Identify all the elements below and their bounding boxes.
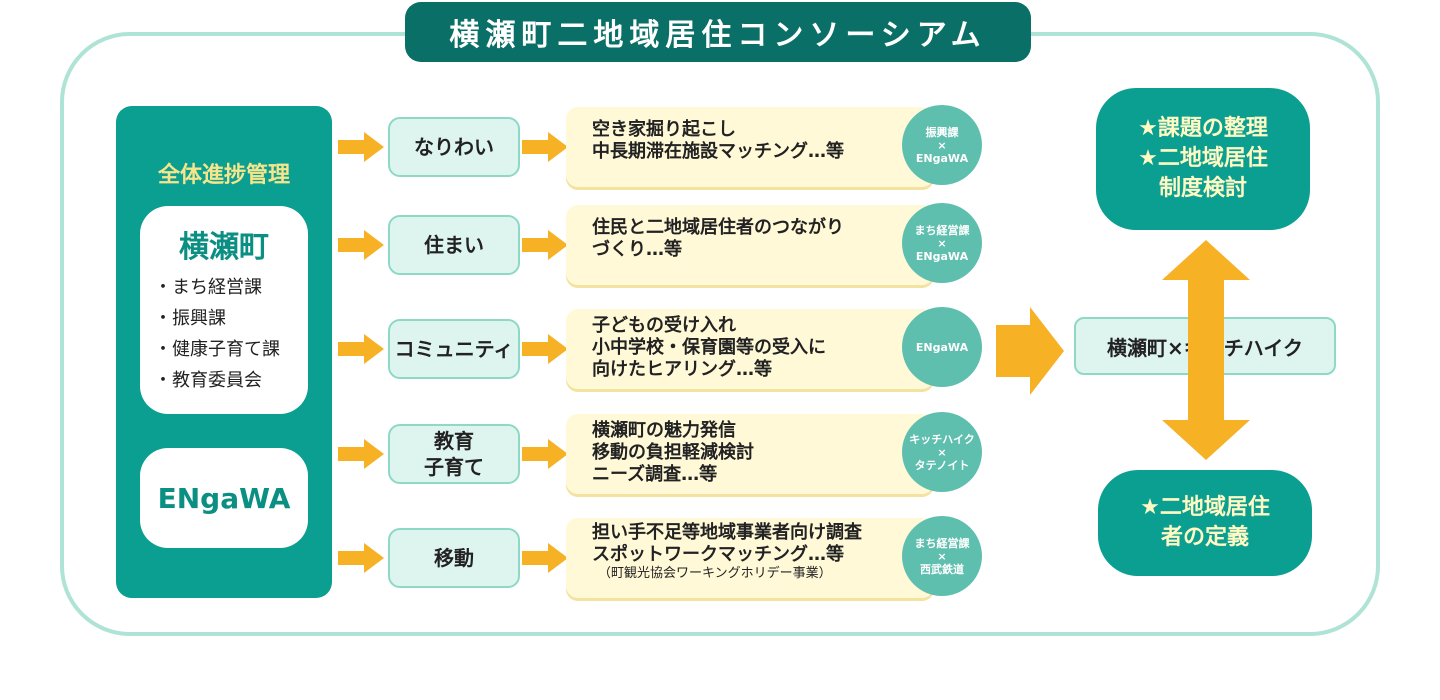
activity-line: ニーズ調査…等	[592, 464, 718, 485]
right-arrow-icon	[996, 307, 1064, 395]
category-box: コミュニティ	[388, 319, 520, 379]
partner-badge: まち経営課×西武鉄道	[902, 516, 982, 596]
right-arrow-icon	[522, 439, 568, 469]
right-arrow-icon	[522, 543, 568, 573]
category-box: 教育子育て	[388, 424, 520, 484]
diagram-title: 横瀬町二地域居住コンソーシアム	[405, 2, 1031, 62]
category-label: 子育て	[424, 455, 484, 479]
department-list: まち経営課 振興課 健康子育て課 教育委員会	[154, 272, 280, 396]
category-box: なりわい	[388, 117, 520, 177]
town-name: 横瀬町	[179, 230, 269, 265]
overall-management-panel: 全体進捗管理 横瀬町 まち経営課 振興課 健康子育て課 教育委員会 ENgaWA	[116, 106, 332, 598]
activity-line: 子どもの受け入れ	[592, 315, 736, 336]
up-down-arrow-icon	[1162, 240, 1250, 460]
activity-note: （町観光協会ワーキングホリデー事業）	[598, 566, 832, 581]
partner-badge-line: ×	[937, 236, 947, 250]
partner-badge: 振興課×ENgaWA	[902, 105, 982, 185]
partner-box: ENgaWA	[140, 448, 308, 548]
goal-line: ★課題の整理	[1138, 116, 1268, 141]
partner-badge-line: まち経営課	[914, 536, 970, 550]
department-item: 健康子育て課	[154, 334, 280, 365]
right-arrow-icon	[338, 230, 384, 260]
activity-line: スポットワークマッチング…等	[592, 544, 844, 565]
partner-badge-line: ×	[937, 138, 947, 152]
partner-badge-line: ENgaWA	[915, 151, 969, 165]
goal-bottom: ★二地域居住 者の定義	[1098, 470, 1312, 576]
partner-badge: キッチハイク×タテノイト	[902, 412, 982, 492]
right-arrow-icon	[522, 334, 568, 364]
partner-badge-line: ×	[937, 549, 947, 563]
right-arrow-icon	[522, 132, 568, 162]
partner-badge-line: ENgaWA	[915, 249, 969, 263]
partner-badge-line: まち経営課	[914, 223, 970, 237]
activity-line: 小中学校・保育園等の受入に	[592, 337, 826, 358]
partner-badge: ENgaWA	[902, 307, 982, 387]
goal-line: 制度検討	[1158, 176, 1247, 201]
activity-box: 住民と二地域居住者のつながりづくり…等	[566, 205, 934, 285]
right-arrow-icon	[338, 334, 384, 364]
overall-management-heading: 全体進捗管理	[157, 163, 290, 188]
activity-line: 移動の負担軽減検討	[592, 442, 754, 463]
activity-line: 向けたヒアリング…等	[592, 359, 772, 380]
activity-box: 子どもの受け入れ小中学校・保育園等の受入に向けたヒアリング…等	[566, 309, 934, 389]
activity-line: 空き家掘り起こし	[592, 119, 736, 140]
goal-line: ★二地域居住	[1140, 495, 1270, 520]
activity-line: 中長期滞在施設マッチング…等	[592, 141, 844, 162]
department-item: 教育委員会	[154, 365, 280, 396]
partner-badge-line: タテノイト	[914, 458, 970, 472]
goal-top: ★課題の整理 ★二地域居住 制度検討	[1096, 88, 1310, 230]
activity-line: 担い手不足等地域事業者向け調査	[592, 522, 862, 543]
activity-line: づくり…等	[592, 239, 682, 260]
partner-badge: まち経営課×ENgaWA	[902, 203, 982, 283]
category-label: 住まい	[424, 233, 484, 257]
right-arrow-icon	[522, 230, 568, 260]
right-arrow-icon	[338, 439, 384, 469]
category-label: なりわい	[414, 135, 494, 159]
department-item: 振興課	[154, 303, 280, 334]
partner-badge-line: 振興課	[925, 125, 959, 139]
goal-line: ★二地域居住	[1138, 146, 1268, 171]
right-arrow-icon	[338, 132, 384, 162]
goal-line: 者の定義	[1160, 525, 1249, 550]
activity-box: 担い手不足等地域事業者向け調査スポットワークマッチング…等（町観光協会ワーキング…	[566, 518, 934, 598]
town-box: 横瀬町 まち経営課 振興課 健康子育て課 教育委員会	[140, 206, 308, 414]
partner-badge-line: キッチハイク	[909, 432, 975, 446]
activity-box: 空き家掘り起こし中長期滞在施設マッチング…等	[566, 107, 934, 187]
category-label: コミュニティ	[394, 337, 514, 361]
partner-badge-line: ENgaWA	[915, 340, 969, 354]
category-label: 教育	[434, 429, 474, 453]
activity-box: 横瀬町の魅力発信移動の負担軽減検討ニーズ調査…等	[566, 414, 934, 494]
right-arrow-icon	[338, 543, 384, 573]
category-label: 移動	[434, 546, 474, 570]
category-box: 移動	[388, 528, 520, 588]
department-item: まち経営課	[154, 272, 280, 303]
activity-line: 住民と二地域居住者のつながり	[592, 217, 844, 238]
category-box: 住まい	[388, 215, 520, 275]
partner-badge-line: 西武鉄道	[920, 562, 964, 576]
activity-line: 横瀬町の魅力発信	[592, 420, 736, 441]
partner-badge-line: ×	[937, 445, 947, 459]
